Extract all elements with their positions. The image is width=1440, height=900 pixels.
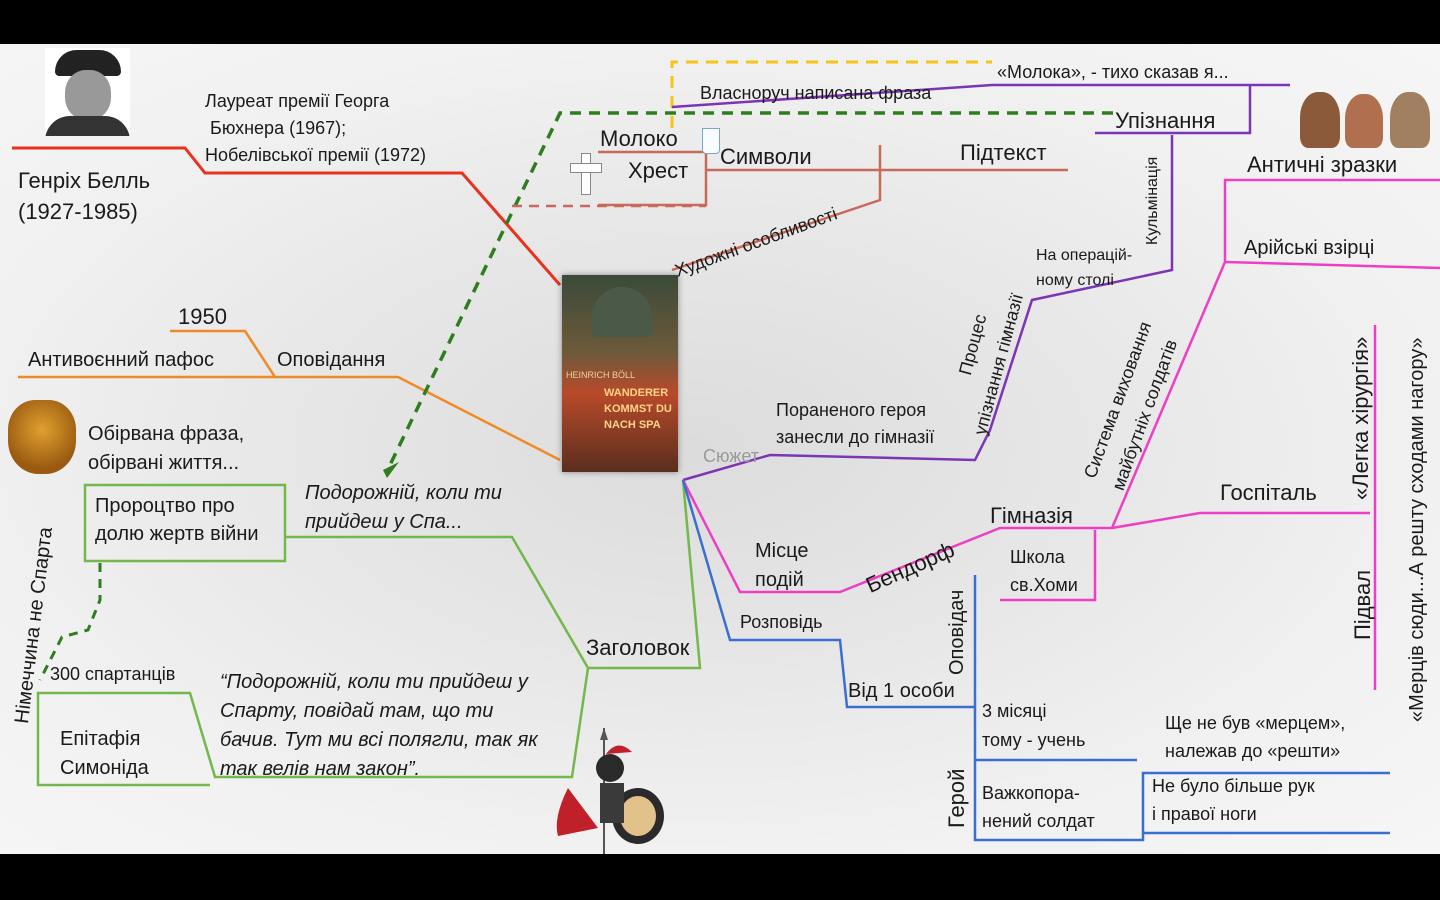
- narration-label: Розповідь: [740, 612, 823, 632]
- author-years: (1927-1985): [18, 199, 138, 224]
- genre-label: Оповідання: [277, 349, 386, 371]
- mask-image: [8, 400, 76, 474]
- symbols-branch-line: [671, 145, 1068, 272]
- subtext-label: Підтекст: [960, 140, 1047, 165]
- book-helmets-icon: [592, 287, 652, 337]
- genre-pathos: Антивоєнний пафос: [28, 349, 214, 371]
- book-title-2: KOMMST DU: [604, 403, 672, 415]
- climax-label: Кульмінація: [1144, 156, 1161, 245]
- place-line-1: Місце: [755, 540, 809, 562]
- school-line-2: св.Хоми: [1010, 575, 1078, 595]
- not-dead-line-2: належав до «решти»: [1165, 741, 1341, 761]
- poem-line-4: так велів нам закон”.: [220, 758, 421, 780]
- prophecy-line-2: долю жертв війни: [95, 523, 259, 545]
- school-line-1: Школа: [1010, 547, 1065, 567]
- no-arms-line-1: Не було більше рук: [1152, 776, 1315, 796]
- gym-label: Гімназія: [990, 503, 1073, 528]
- purple-recognition: [1095, 85, 1252, 135]
- poem-line-2: Спарту, повідай там, що ти: [220, 700, 494, 722]
- awards-line-1: Лауреат премії Георга: [205, 91, 390, 111]
- poem-line-1: “Подорожній, коли ти прийдеш у: [220, 671, 528, 693]
- genre-branch-line: [18, 329, 278, 379]
- place-branch-line: [681, 479, 1370, 594]
- recognition-label: Упізнання: [1115, 108, 1216, 133]
- genre-year: 1950: [178, 304, 227, 329]
- arrow-head-icon: [383, 462, 399, 478]
- aryan-line: [1224, 260, 1440, 270]
- title-label: Заголовок: [586, 635, 690, 660]
- table-line-1: На операцій-: [1036, 247, 1133, 264]
- aryan-label: Арійські взірці: [1244, 237, 1375, 259]
- author-name: Генріх Белль: [18, 168, 151, 193]
- surgery-label: «Легка хірургія»: [1348, 336, 1373, 500]
- quote-line-2: прийдеш у Спа...: [305, 511, 463, 533]
- plot-branch-line: [682, 135, 1174, 482]
- hero-label: Герой: [944, 768, 969, 828]
- cross-label: Хрест: [628, 158, 689, 183]
- months-line-1: 3 місяці: [982, 701, 1047, 721]
- germany-dashed: [38, 563, 102, 681]
- no-arms-line-2: і правої ноги: [1152, 804, 1257, 824]
- bust-2-icon: [1345, 94, 1383, 148]
- busts-image: [1300, 92, 1440, 150]
- book-title-3: NACH SPA: [604, 419, 661, 431]
- purple-milk-line: [671, 83, 1290, 109]
- antique-label: Античні зразки: [1247, 152, 1398, 177]
- narrator-label: Оповідач: [946, 589, 968, 675]
- prophecy-line-1: Пророцтво про: [95, 495, 235, 517]
- broken-line-2: обірвані життя...: [88, 452, 240, 474]
- milk-glass-icon: [702, 128, 720, 154]
- bust-3-icon: [1390, 92, 1430, 148]
- wounded-hero-2: занесли до гімназії: [776, 427, 935, 447]
- first-person-label: Від 1 особи: [848, 680, 955, 702]
- quote-line-1: Подорожній, коли ти: [305, 482, 502, 504]
- system-line: [1110, 178, 1440, 529]
- not-dead-line-1: Ще не був «мерцем»,: [1165, 713, 1346, 733]
- wounded-hero-1: Пораненого героя: [776, 400, 927, 420]
- book-cover: HEINRICH BÖLL WANDERER KOMMST DU NACH SP…: [562, 275, 678, 472]
- wounded-soldier-1: Важкопора-: [982, 783, 1080, 803]
- author-face-icon: [65, 70, 111, 120]
- book-author: HEINRICH BÖLL: [566, 370, 636, 380]
- title-branch-line: [83, 479, 702, 670]
- bust-1-icon: [1300, 92, 1340, 148]
- mind-map-canvas: [0, 44, 1440, 854]
- cross-icon: [570, 153, 602, 195]
- handwritten-label: Власноруч написана фраза: [700, 83, 932, 103]
- table-line-2: ному столі: [1036, 272, 1114, 289]
- awards-line-3: Нобелівської премії (1972): [205, 145, 427, 165]
- quote-dashed-arrow: [388, 111, 1113, 466]
- spartan-warrior-icon: [556, 728, 664, 854]
- narration-branch-line: [681, 479, 1390, 842]
- wounded-soldier-2: нений солдат: [982, 811, 1095, 831]
- author-coat-icon: [45, 116, 130, 136]
- genre-branch-line-2: [275, 375, 561, 462]
- symbols-label: Символи: [720, 144, 812, 169]
- poem-line-3: бачив. Тут ми всі полягли, так як: [220, 729, 538, 751]
- spartans-label: 300 спартанців: [50, 664, 176, 684]
- author-branch-line: [12, 146, 562, 286]
- book-title-1: WANDERER: [604, 387, 669, 399]
- epitaph-line: [36, 667, 590, 787]
- awards-line-2: Бюхнера (1967);: [210, 118, 347, 138]
- hospital-label: Госпіталь: [1220, 480, 1317, 505]
- epitaph-line-1: Епітафія: [60, 728, 141, 750]
- author-portrait: [45, 48, 130, 136]
- months-line-2: тому - учень: [982, 730, 1086, 750]
- milk-label: Молоко: [600, 126, 678, 151]
- plot-label: Сюжет: [703, 446, 759, 466]
- place-line-2: подій: [755, 569, 804, 591]
- dead-label: «Мерців сюди...А решту сходами нагору»: [1406, 337, 1428, 722]
- broken-line-1: Обірвана фраза,: [88, 423, 245, 445]
- school-bracket: [1000, 530, 1097, 602]
- epitaph-line-2: Симоніда: [60, 757, 149, 779]
- milk-quote: «Молока», - тихо сказав я...: [997, 62, 1229, 82]
- basement-label: Підвал: [1350, 569, 1375, 640]
